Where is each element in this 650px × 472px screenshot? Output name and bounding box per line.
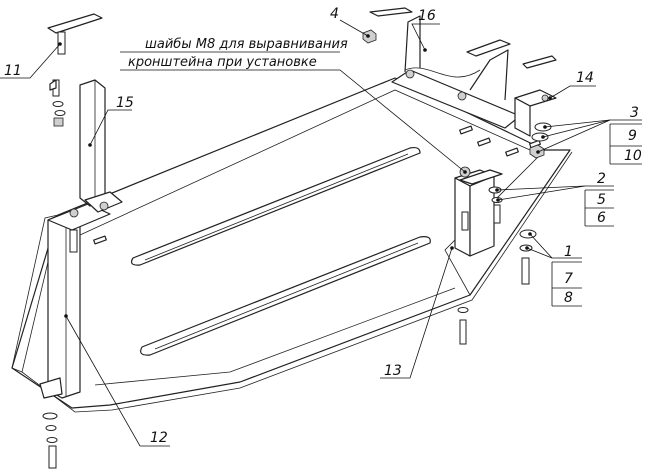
bracket-12 <box>39 203 111 399</box>
callout-11: 11 <box>4 63 22 79</box>
callout-13: 13 <box>384 363 402 379</box>
rib-lower <box>140 236 431 356</box>
bracket-14 <box>514 55 557 137</box>
bracket-15 <box>49 79 123 213</box>
callout-3: 3 <box>630 105 639 121</box>
callout-4: 4 <box>330 6 339 22</box>
callout-9: 9 <box>628 128 637 144</box>
callout-1: 1 <box>564 244 573 260</box>
callout-8: 8 <box>564 290 573 306</box>
callout-16: 16 <box>418 8 436 24</box>
callout-5: 5 <box>597 192 606 208</box>
mounting-slots <box>93 125 541 245</box>
bracket-16 <box>369 7 521 129</box>
callout-15: 15 <box>116 95 134 111</box>
note-line-2: кронштейна при установке <box>128 55 317 70</box>
callout-labels: 11 15 4 16 14 3 9 10 2 5 6 1 7 8 12 13 <box>4 6 642 446</box>
callout-7: 7 <box>564 271 573 287</box>
note-line-1: шайбы М8 для выравнивания <box>145 37 348 52</box>
hardware <box>42 29 552 469</box>
leader-lines <box>0 19 642 447</box>
callout-14: 14 <box>576 70 594 86</box>
callout-6: 6 <box>597 210 606 226</box>
callout-10: 10 <box>624 148 642 164</box>
callout-12: 12 <box>150 430 168 446</box>
part-11 <box>47 13 103 55</box>
rib-upper <box>130 146 421 266</box>
bracket-13 <box>454 166 503 257</box>
installation-note: шайбы М8 для выравнивания кронштейна при… <box>128 37 348 70</box>
callout-2: 2 <box>597 171 606 187</box>
